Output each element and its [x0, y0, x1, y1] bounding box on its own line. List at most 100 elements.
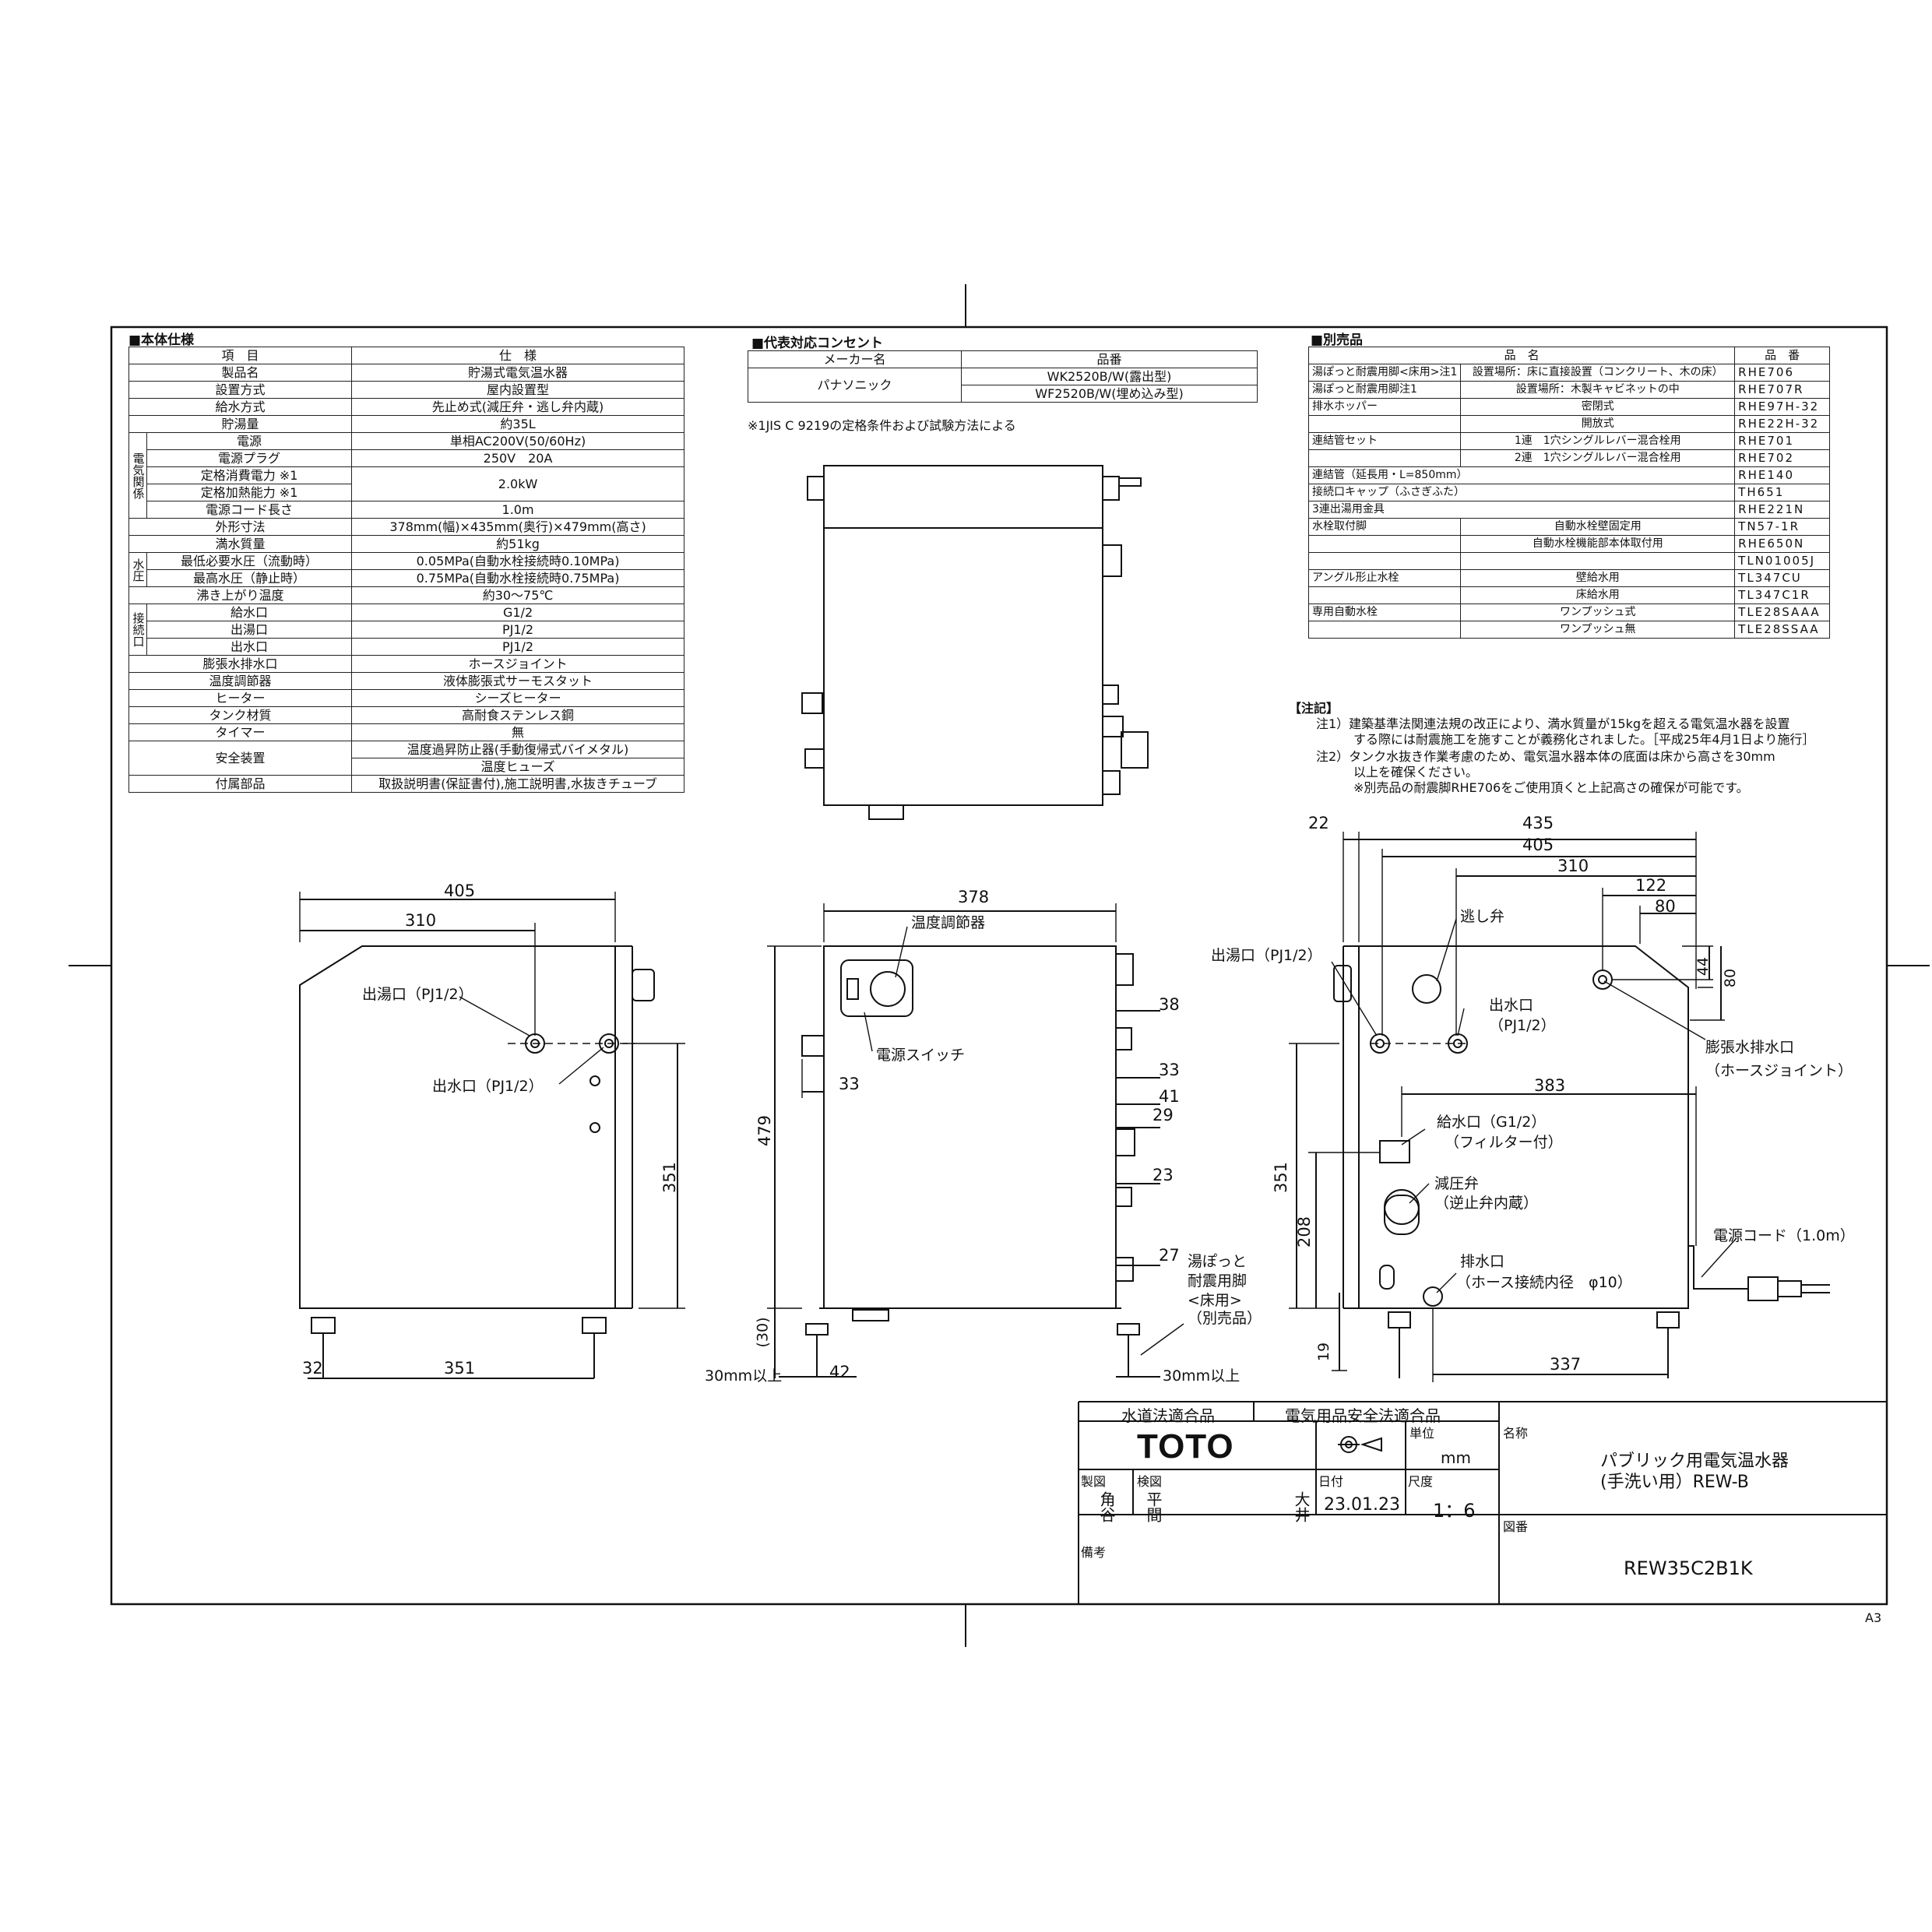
label-min-height-right: 30mm以上	[1163, 1367, 1240, 1385]
part-name: 連結管（延長用・L=850mm）	[1307, 466, 1736, 484]
part-code: TH651	[1734, 484, 1830, 501]
part-code: TL347CU	[1734, 569, 1830, 587]
label-temp-controller: 温度調節器	[911, 914, 986, 931]
table-row: TLN01005J	[1307, 552, 1830, 570]
part-name: アングル形止水栓	[1307, 569, 1462, 587]
part-name	[1307, 552, 1462, 570]
product-name: パブリック用電気温水器	[1600, 1452, 1789, 1471]
part-code: RHE707R	[1734, 381, 1830, 399]
label-water-outlet: 出水口（PJ1/2）	[432, 1078, 544, 1095]
dim: 208	[1295, 1216, 1314, 1248]
part-name: 湯ぽっと耐震用脚<床用>注1	[1307, 364, 1462, 382]
label-inlet: 給水口（G1/2）	[1437, 1114, 1547, 1131]
dim: 33	[839, 1075, 860, 1093]
spec-header-value: 仕 様	[351, 347, 684, 364]
name-label: 名称	[1503, 1426, 1529, 1441]
scale-label: 尺度	[1408, 1474, 1434, 1489]
label-expansion-drain-type: （ホースジョイント）	[1705, 1062, 1853, 1079]
spec-item: 電源プラグ	[146, 449, 353, 467]
part-name	[1307, 586, 1462, 604]
spec-group-cell: 接続口	[128, 604, 147, 656]
drawn-label: 製図	[1081, 1474, 1107, 1489]
part-name	[1307, 535, 1462, 553]
table-row: 最高水圧（静止時）0.75MPa(自動水栓接続時0.75MPa)	[129, 569, 684, 587]
date-label: 日付	[1318, 1474, 1344, 1489]
part-detail: 設置場所：木製キャビネットの中	[1460, 381, 1736, 399]
spec-value: 単相AC200V(50/60Hz)	[351, 432, 684, 450]
part-name	[1307, 621, 1462, 639]
note-line: 以上を確保ください。	[1316, 765, 1479, 779]
table-row: 温度調節器液体膨張式サーモスタット	[128, 672, 684, 690]
checked-by-1: 平間	[1144, 1491, 1163, 1522]
notes-title: 【注記】	[1289, 701, 1339, 716]
table-row: 付属部品取扱説明書(保証書付),施工説明書,水抜きチューブ	[128, 775, 684, 793]
dim: 80	[1655, 897, 1676, 916]
spec-item: 設置方式	[128, 381, 353, 399]
table-row: WF2520B/W(埋め込み型)	[748, 385, 1258, 403]
dim: 122	[1635, 876, 1667, 895]
label-water-outlet-right: 出水口	[1489, 997, 1534, 1014]
spec-value: 屋内設置型	[351, 381, 684, 399]
part-name	[1307, 415, 1462, 433]
spec-item: ヒーター	[128, 689, 353, 707]
checked-by-2: 大井	[1292, 1491, 1311, 1522]
part-detail: 自動水栓壁固定用	[1460, 518, 1736, 536]
scale-value: 1：6	[1433, 1500, 1476, 1522]
part-code: TL347C1R	[1734, 586, 1830, 604]
table-row: 貯湯量約35L	[128, 415, 684, 433]
dim: 405	[1522, 836, 1554, 854]
dim: 22	[1308, 814, 1329, 832]
label-power-switch: 電源スイッチ	[876, 1047, 966, 1064]
label-min-height-left: 30mm以上	[705, 1367, 783, 1385]
spec-header-item: 項 目	[128, 347, 353, 364]
outlet-item: WK2520B/W(露出型)	[961, 368, 1258, 385]
part-code: RHE97H-32	[1734, 398, 1830, 416]
table-row: 沸き上がり温度約30～75℃	[128, 586, 684, 604]
label-water-outlet-right-spec: （PJ1/2）	[1489, 1017, 1556, 1034]
spec-item: 電源コード長さ	[146, 501, 353, 519]
table-row: 製品名貯湯式電気温水器	[128, 364, 684, 382]
spec-value: 1.0m	[351, 501, 684, 519]
outlet-table: メーカー名 品番 パナソニック WK2520B/W(露出型) WF2520B/W…	[748, 350, 1258, 403]
dim: 32	[302, 1359, 323, 1378]
table-row: 安全装置温度過昇防止器(手動復帰式バイメタル)	[128, 741, 684, 776]
table-row: タイマー無	[128, 723, 684, 741]
spec-value: 約30～75℃	[351, 586, 684, 604]
table-row: 給水方式先止め式(減圧弁・逃し弁内蔵)	[128, 398, 684, 416]
outlet-title: ■代表対応コンセント	[751, 336, 884, 351]
table-row: メーカー名 品番	[748, 350, 1258, 368]
outlet-maker: パナソニック	[748, 368, 962, 403]
spec-item: 給水方式	[128, 398, 353, 416]
spec-value: 0.05MPa(自動水栓接続時0.10MPa)	[351, 552, 684, 570]
part-name: 3連出湯用金具	[1307, 501, 1736, 519]
part-name: 接続口キャップ（ふさぎふた）	[1307, 484, 1736, 501]
dim: 383	[1534, 1076, 1566, 1095]
part-name: 水栓取付脚	[1307, 518, 1462, 536]
spec-value: G1/2	[351, 604, 684, 621]
dim: 44	[1694, 956, 1712, 977]
label-inlet-filter: （フィルター付）	[1445, 1134, 1563, 1151]
spec-title: ■本体仕様	[128, 333, 195, 348]
dim: 337	[1550, 1355, 1582, 1374]
table-row: 電気関係電源単相AC200V(50/60Hz)	[128, 432, 684, 519]
dim: 435	[1522, 814, 1554, 832]
table-row: 項 目 仕 様	[128, 347, 684, 364]
note-line: 注1）建築基準法関連法規の改正により、満水質量が15kgを超える電気温水器を設置	[1316, 716, 1790, 731]
part-code: TLE28SSAA	[1734, 621, 1830, 639]
spec-item: 外形寸法	[128, 518, 353, 536]
label-hot-outlet: 出湯口（PJ1/2）	[362, 986, 473, 1003]
dim: 351	[660, 1161, 680, 1194]
label-reducer-valve: 減圧弁	[1434, 1175, 1480, 1192]
spec-item: 定格加熱能力 ※1	[146, 484, 353, 501]
dim: 479	[755, 1114, 775, 1147]
remarks-label: 備考	[1081, 1545, 1107, 1560]
spec-value: ホースジョイント	[351, 655, 684, 673]
part-code: TN57-1R	[1734, 518, 1830, 536]
part-detail: 1連 1穴シングルレバー混合栓用	[1460, 432, 1736, 450]
